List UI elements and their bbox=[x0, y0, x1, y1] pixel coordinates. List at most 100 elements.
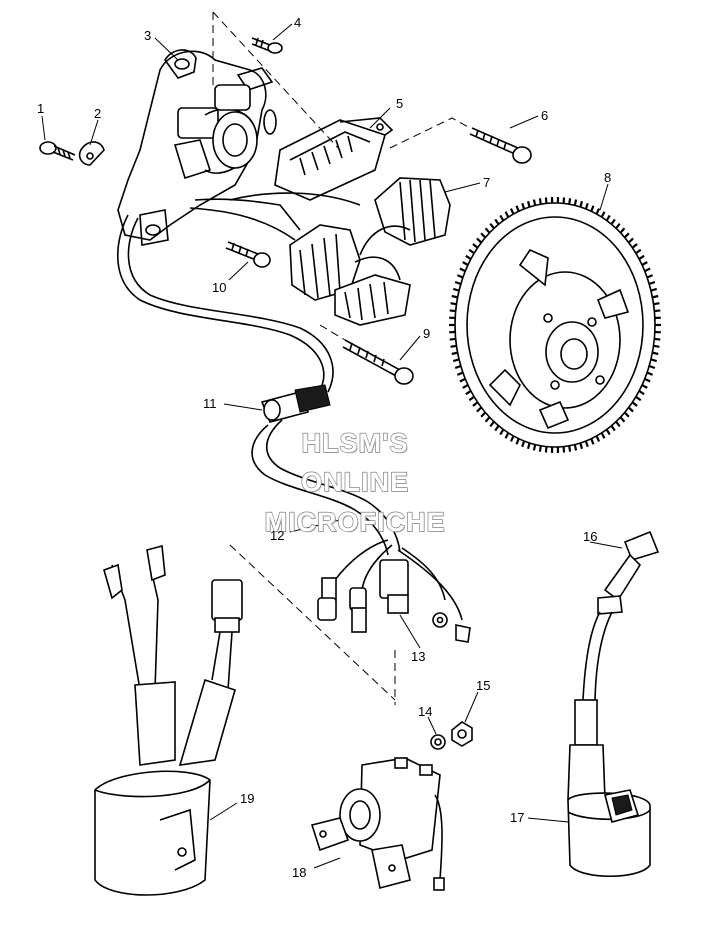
gear-tooth bbox=[476, 237, 483, 244]
gear-tooth bbox=[653, 302, 660, 306]
washer-2 bbox=[78, 141, 105, 166]
callout-4: 4 bbox=[294, 15, 301, 30]
gear-tooth bbox=[449, 309, 456, 313]
gear-tooth bbox=[484, 227, 491, 234]
assembly-line-top bbox=[212, 11, 341, 151]
gear-tooth bbox=[579, 200, 584, 208]
gear-tooth bbox=[484, 416, 491, 423]
gear-tooth bbox=[480, 411, 487, 418]
gear-tooth bbox=[635, 395, 642, 402]
gear-tooth bbox=[526, 442, 531, 450]
gear-tooth bbox=[641, 384, 648, 389]
gear-tooth bbox=[504, 432, 510, 439]
rectifier-block bbox=[274, 117, 394, 201]
gear-tooth bbox=[526, 200, 531, 208]
callout-12: 12 bbox=[270, 528, 284, 543]
gear-tooth bbox=[452, 358, 460, 363]
gear-tooth bbox=[654, 309, 661, 313]
bolt-6 bbox=[469, 127, 532, 164]
gear-tooth bbox=[480, 232, 487, 239]
voltage-regulator bbox=[94, 544, 243, 896]
gear-tooth bbox=[590, 438, 595, 445]
gear-tooth bbox=[631, 401, 638, 407]
gear-tooth bbox=[619, 416, 626, 423]
callout-13: 13 bbox=[411, 649, 425, 664]
gear-tooth bbox=[631, 243, 638, 249]
gear-tooth bbox=[489, 222, 495, 230]
gear-tooth bbox=[638, 390, 645, 396]
gear-tooth bbox=[544, 197, 548, 204]
gear-tooth bbox=[521, 202, 526, 210]
callout-6: 6 bbox=[541, 108, 548, 123]
gear-tooth bbox=[654, 337, 661, 341]
gear-tooth bbox=[476, 406, 483, 413]
gear-tooth bbox=[472, 401, 479, 407]
gear-tooth bbox=[568, 445, 572, 452]
callout-8: 8 bbox=[604, 170, 611, 185]
callout-11: 11 bbox=[203, 396, 217, 411]
gear-tooth bbox=[605, 428, 611, 436]
gear-tooth bbox=[499, 428, 505, 436]
gear-tooth bbox=[504, 211, 510, 218]
gear-tooth bbox=[646, 274, 654, 279]
callout-3: 3 bbox=[144, 28, 151, 43]
gear-tooth bbox=[472, 243, 479, 249]
gear-tooth bbox=[465, 390, 472, 396]
gear-tooth bbox=[579, 442, 584, 450]
gear-tooth bbox=[584, 440, 589, 448]
gear-tooth bbox=[515, 438, 520, 445]
gear-tooth bbox=[646, 371, 654, 376]
callout-5: 5 bbox=[396, 96, 403, 111]
screw-1 bbox=[39, 141, 76, 161]
lead-connectors bbox=[317, 539, 471, 643]
gear-tooth bbox=[494, 425, 500, 432]
gear-tooth bbox=[562, 197, 566, 204]
gear-tooth bbox=[450, 344, 457, 348]
gear-tooth bbox=[544, 446, 548, 453]
watermark-line-2: ONLINE bbox=[300, 466, 409, 497]
gear-tooth bbox=[627, 406, 634, 413]
gear-tooth bbox=[468, 395, 475, 402]
screw-4 bbox=[251, 37, 283, 54]
gear-tooth bbox=[610, 218, 616, 225]
gear-tooth bbox=[653, 344, 660, 348]
gear-tooth bbox=[454, 280, 462, 286]
gear-tooth bbox=[454, 364, 462, 370]
gear-tooth bbox=[532, 444, 537, 451]
gear-tooth bbox=[452, 287, 460, 292]
starter-solenoid bbox=[310, 757, 445, 891]
callout-labels: 1 2 3 4 5 6 7 8 9 10 11 12 13 14 15 16 1… bbox=[37, 15, 611, 880]
gear-tooth bbox=[456, 274, 464, 279]
gear-tooth bbox=[468, 248, 475, 255]
gear-tooth bbox=[615, 222, 621, 230]
charge-coil-assembly bbox=[289, 177, 451, 326]
gear-tooth bbox=[489, 420, 495, 428]
gear-tooth bbox=[515, 205, 520, 212]
gear-tooth bbox=[638, 254, 645, 260]
callout-2: 2 bbox=[94, 106, 101, 121]
gear-tooth bbox=[635, 248, 642, 255]
wire-grommet bbox=[260, 384, 331, 423]
gear-tooth bbox=[590, 205, 595, 212]
callout-17: 17 bbox=[510, 810, 524, 825]
gear-tooth bbox=[538, 198, 542, 205]
callout-10: 10 bbox=[212, 280, 226, 295]
gear-tooth bbox=[600, 432, 606, 439]
screw-10 bbox=[225, 241, 271, 268]
gear-tooth bbox=[615, 420, 621, 428]
stator-wiring bbox=[116, 192, 361, 393]
wire-harness bbox=[251, 419, 401, 556]
gear-tooth bbox=[627, 237, 634, 244]
gear-tooth bbox=[584, 202, 589, 210]
flywheel bbox=[449, 197, 661, 453]
callout-16: 16 bbox=[583, 529, 597, 544]
gear-tooth bbox=[459, 377, 466, 383]
gear-tooth bbox=[595, 208, 601, 215]
gear-tooth bbox=[462, 384, 469, 389]
leader-lines bbox=[41, 23, 623, 869]
gear-tooth bbox=[465, 254, 472, 260]
callout-1: 1 bbox=[37, 101, 44, 116]
gear-tooth bbox=[648, 280, 656, 286]
gear-tooth bbox=[562, 446, 566, 453]
